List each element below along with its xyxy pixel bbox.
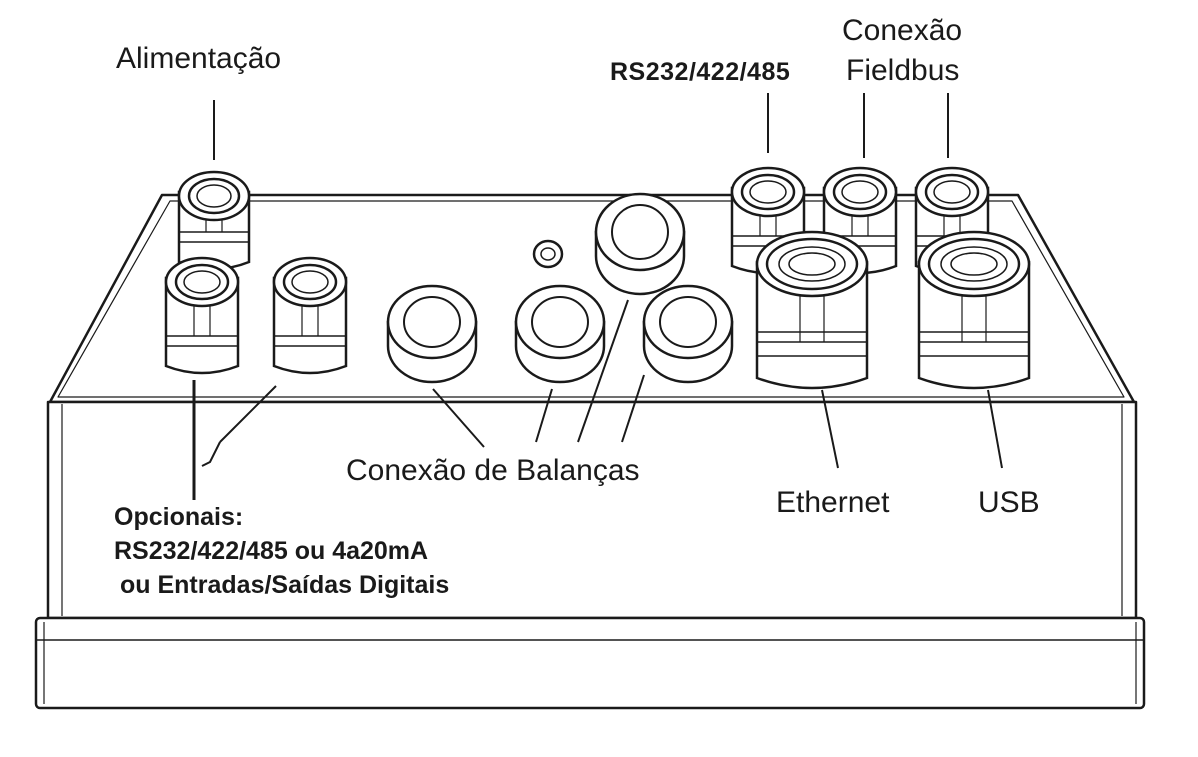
label-rs232: RS232/422/485: [610, 58, 791, 86]
label-opcionais-line3: ou Entradas/Saídas Digitais: [120, 571, 450, 599]
label-alimentacao: Alimentação: [116, 42, 282, 75]
gland-opcional-1: [164, 256, 240, 375]
indicator-hole: [532, 239, 564, 269]
gland-alimentacao: [177, 170, 251, 271]
gland-usb: [917, 230, 1031, 390]
ring-balanca-4: [642, 284, 734, 384]
label-fieldbus-line2: Fieldbus: [846, 54, 960, 87]
ring-balanca-3: [514, 284, 606, 384]
ring-balanca-2: [386, 284, 478, 384]
label-opcionais-line2: RS232/422/485 ou 4a20mA: [114, 537, 429, 565]
label-usb: USB: [978, 486, 1040, 519]
label-ethernet: Ethernet: [776, 486, 890, 519]
label-balancas: Conexão de Balanças: [346, 454, 640, 487]
gland-ethernet: [755, 230, 869, 390]
label-opcionais: Opcionais: RS232/422/485 ou 4a20mA ou En…: [114, 500, 449, 602]
ring-balanca-1: [594, 192, 686, 296]
label-opcionais-line1: Opcionais:: [114, 503, 244, 531]
leader-lines: [192, 93, 1003, 500]
label-fieldbus-line1: Conexão: [842, 14, 963, 47]
gland-opcional-2: [272, 256, 348, 375]
